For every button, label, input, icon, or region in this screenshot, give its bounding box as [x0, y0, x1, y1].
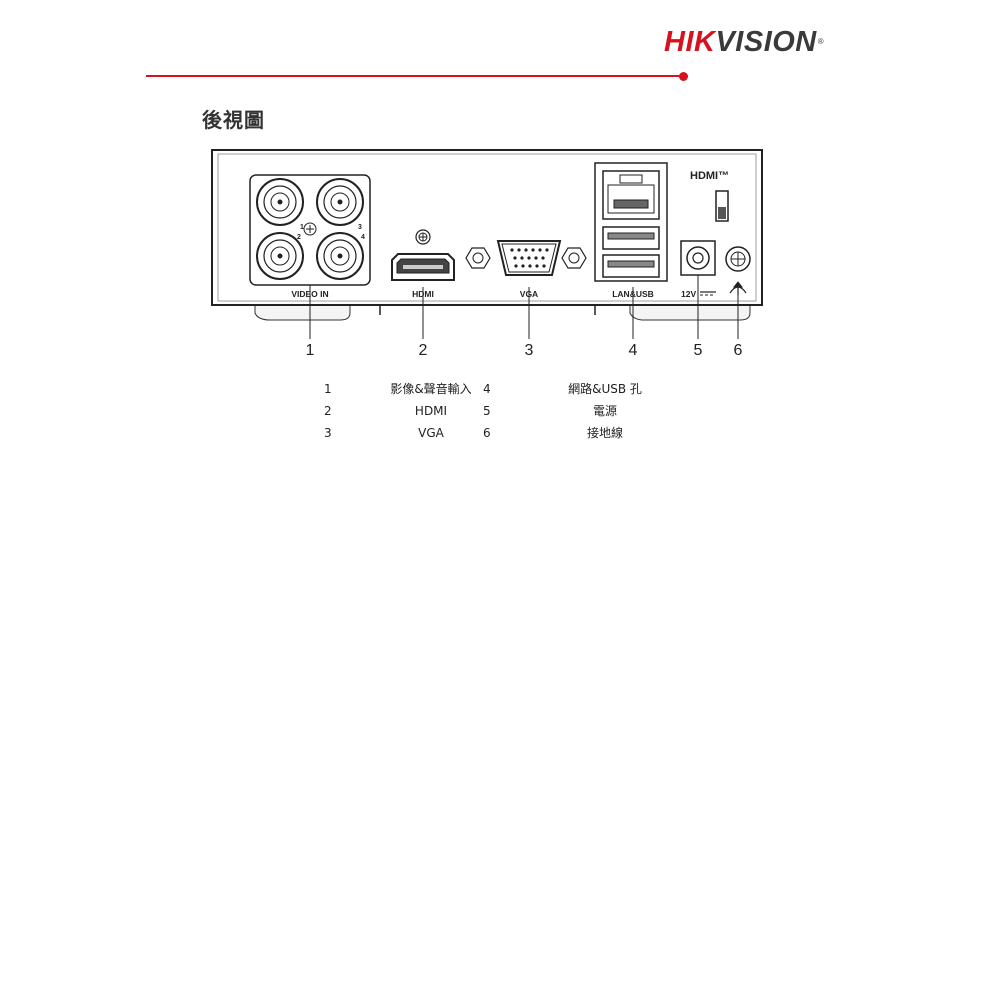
usb-port-1 [602, 226, 660, 250]
vga-port [465, 240, 587, 276]
vga-left-nut [465, 247, 491, 269]
legend-number: 5 [483, 404, 491, 418]
legend-text: 影像&聲音輸入 [390, 382, 472, 396]
legend-text: HDMI [414, 404, 448, 418]
hdmi-screw [415, 229, 431, 245]
legend-number: 6 [483, 426, 491, 440]
legend-row: 2 HDMI 5 電源 [300, 400, 680, 422]
legend-row: 1 影像&聲音輸入 4 網路&USB 孔 [300, 378, 680, 400]
bnc-number-1: 1 [300, 224, 304, 231]
video-in-bnc-group: 1 2 3 4 [249, 174, 371, 286]
device-feet [254, 304, 751, 321]
bnc-center-screw [303, 222, 317, 236]
legend-number: 1 [324, 382, 332, 396]
vga-right-nut [561, 247, 587, 269]
ground-screw [725, 246, 751, 272]
legend-text: 網路&USB 孔 [568, 382, 642, 396]
legend-text: VGA [418, 426, 444, 440]
legend-number: 2 [324, 404, 332, 418]
dc-symbol [700, 291, 716, 296]
bnc-number-2: 2 [297, 234, 301, 241]
label-power: 12V [681, 289, 696, 299]
logo-dark-part: VISION [715, 26, 817, 58]
hikvision-logo: HIKVISION® [664, 22, 834, 62]
power-jack [680, 240, 716, 276]
callout-number-5: 5 [694, 342, 703, 359]
legend-row: 3 VGA 6 接地線 [300, 422, 680, 444]
rear-panel-diagram: 1 2 3 4 VIDEO IN HDMI VGA [211, 149, 763, 359]
callout-number-3: 3 [525, 342, 534, 359]
header-red-dot [679, 72, 688, 81]
logo-red-part: HIK [664, 26, 716, 58]
callout-leaders [309, 275, 739, 339]
bnc-connector-3 [316, 178, 364, 226]
vga-pins [510, 248, 549, 268]
bnc-number-4: 4 [361, 234, 365, 241]
callout-number-1: 1 [306, 342, 315, 359]
legend-table: 1 影像&聲音輸入 4 網路&USB 孔 2 HDMI 5 電源 3 VGA 6… [300, 378, 680, 444]
header-red-rule [146, 75, 681, 77]
legend-number: 4 [483, 382, 491, 396]
hdmi-port [391, 229, 455, 281]
slide-switch [715, 190, 729, 222]
hdmi-tm-mark: HDMI™ [690, 170, 729, 182]
bnc-connector-1 [256, 178, 304, 226]
section-title: 後視圖 [202, 108, 265, 132]
bnc-connector-2 [256, 232, 304, 280]
lan-usb-group [594, 162, 668, 282]
legend-number: 3 [324, 426, 332, 440]
lan-port [602, 170, 660, 220]
usb-port-2 [602, 254, 660, 278]
bnc-number-3: 3 [358, 224, 362, 231]
callout-number-2: 2 [419, 342, 428, 359]
registered-mark: ® [817, 37, 825, 46]
legend-text: 電源 [592, 404, 617, 418]
legend-text: 接地線 [586, 426, 623, 440]
callout-number-4: 4 [629, 342, 638, 359]
callout-number-6: 6 [734, 342, 743, 359]
bnc-connector-4 [316, 232, 364, 280]
